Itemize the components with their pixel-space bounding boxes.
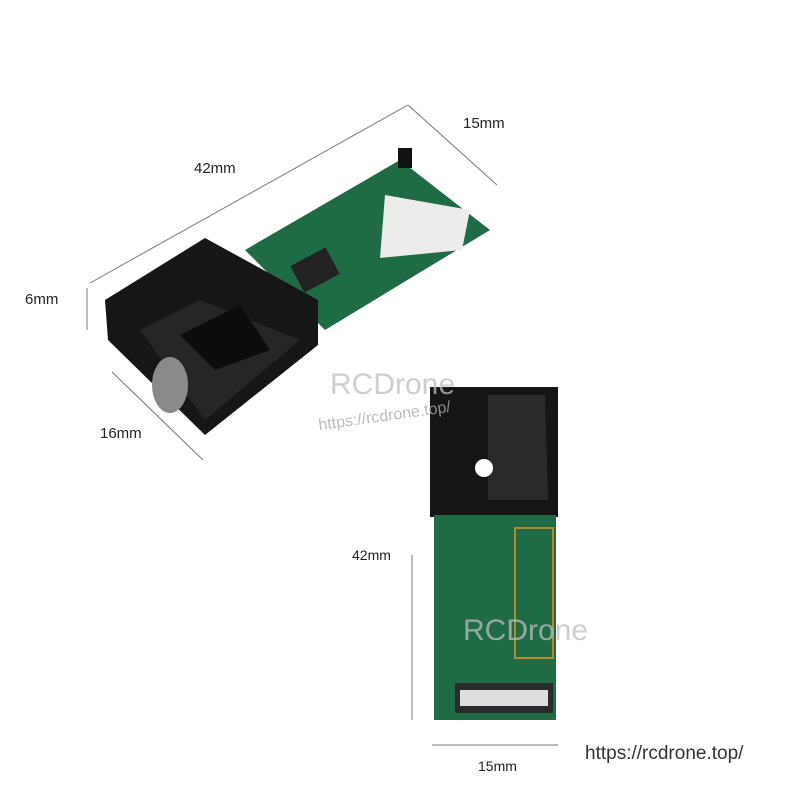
dimension-lines	[86, 104, 558, 746]
watermark-brand-2: RCDrone	[463, 614, 589, 647]
footer-url: https://rcdrone.top/	[585, 743, 744, 764]
bottom-length-label: 42mm	[352, 547, 391, 563]
bottom-width-label: 15mm	[478, 758, 517, 774]
top-width-label: 15mm	[463, 115, 505, 132]
top-length-label: 42mm	[194, 160, 236, 177]
bottom-module	[430, 387, 558, 720]
watermark-brand: RCDrone	[330, 368, 456, 401]
rf-shield	[380, 195, 470, 258]
top-depth-label: 16mm	[100, 425, 142, 442]
top-height-label: 6mm	[25, 291, 59, 308]
top-module	[105, 148, 490, 435]
